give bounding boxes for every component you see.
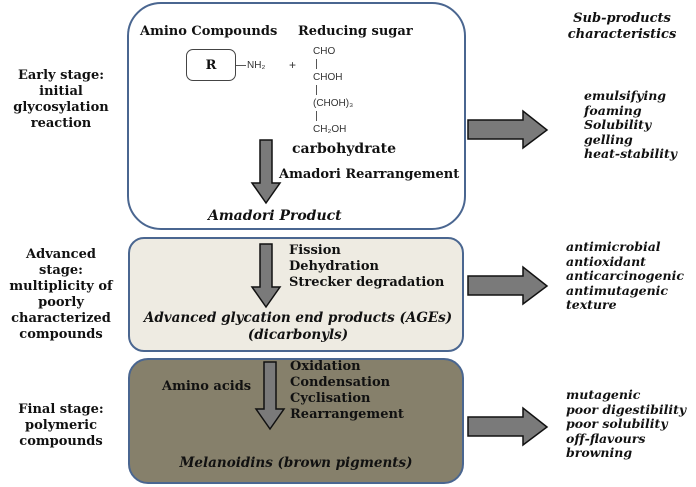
characteristic-item: antioxidant <box>566 253 646 269</box>
process-cyclisation: Cyclisation <box>290 391 371 406</box>
down-arrow-icon <box>250 139 282 205</box>
characteristic-item: antimicrobial <box>566 239 661 254</box>
characteristic-item: poor digestibility <box>566 401 687 417</box>
sugar-choh: CHOH <box>313 72 343 83</box>
amino-compounds-label: Amino Compounds <box>140 24 278 39</box>
r-group-label: R <box>205 57 217 73</box>
sugar-cho: CHO <box>313 46 336 57</box>
characteristic-item: browning <box>566 445 633 460</box>
amino-acids-label: Amino acids <box>162 379 252 394</box>
right-arrow-icon <box>467 265 549 306</box>
plus-sign: + <box>289 58 297 72</box>
carbohydrate-label: carbohydrate <box>292 141 397 157</box>
characteristics-final: mutagenic poor digestibility poor solubi… <box>566 387 687 461</box>
characteristic-item: emulsifying <box>584 88 667 103</box>
final-stage-box <box>128 358 464 484</box>
amadori-rearrangement-label: Amadori Rearrangement <box>279 167 460 182</box>
process-fission: Fission <box>289 243 341 258</box>
characteristic-item: anticarcinogenic <box>566 268 684 283</box>
sugar-choh3: (CHOH)₃ <box>313 98 354 109</box>
right-arrow-icon <box>467 406 549 447</box>
stage-label-advanced: Advanced stage: multiplicity of poorly c… <box>9 247 113 342</box>
melanoidins-product: Melanoidins (brown pigments) <box>179 455 413 471</box>
ages-product-line1: Advanced glycation end products (AGEs) <box>143 310 453 326</box>
process-dehydration: Dehydration <box>289 259 379 274</box>
stage-label-final: Final stage: polymeric compounds <box>18 402 104 449</box>
subproducts-title-line1: Sub-products <box>573 11 671 26</box>
characteristic-item: foaming <box>584 102 642 118</box>
characteristic-item: Solubility <box>584 117 652 132</box>
process-rearrangement: Rearrangement <box>290 407 404 422</box>
sugar-bond <box>316 59 317 69</box>
process-condensation: Condensation <box>290 375 391 390</box>
advanced-processes: Fission Dehydration Strecker degradation <box>289 243 444 291</box>
characteristic-item: antimutagenic <box>566 282 669 298</box>
subproducts-title-line2: characteristics <box>567 27 677 42</box>
characteristics-advanced: antimicrobial antioxidant anticarcinogen… <box>566 239 684 313</box>
process-oxidation: Oxidation <box>290 359 361 374</box>
ages-product: Advanced glycation end products (AGEs) (… <box>130 310 466 344</box>
right-arrow-icon <box>467 109 549 150</box>
final-processes: Oxidation Condensation Cyclisation Rearr… <box>290 359 404 423</box>
reducing-sugar-label: Reducing sugar <box>298 24 413 39</box>
subproducts-header: Sub-products characteristics <box>562 11 682 43</box>
sugar-bond <box>316 111 317 121</box>
down-arrow-icon <box>254 361 286 431</box>
bond-line <box>236 65 246 66</box>
characteristic-item: off-flavours <box>566 430 646 446</box>
ages-product-line2: (dicarbonyls) <box>247 327 349 343</box>
process-strecker: Strecker degradation <box>289 275 445 290</box>
down-arrow-icon <box>250 243 282 309</box>
characteristics-early: emulsifying foaming Solubility gelling h… <box>584 88 678 162</box>
advanced-stage-box <box>128 237 464 352</box>
amadori-product-label: Amadori Product <box>208 208 342 224</box>
stage-label-early: Early stage: initial glycosylation react… <box>13 68 109 131</box>
sugar-bond <box>316 85 317 95</box>
characteristic-item: poor solubility <box>566 416 668 431</box>
r-group-box: R <box>186 49 236 81</box>
sugar-ch2oh: CH₂OH <box>313 124 347 135</box>
characteristic-item: mutagenic <box>566 387 641 402</box>
characteristic-item: gelling <box>584 131 633 147</box>
nh2-label: NH₂ <box>247 60 266 71</box>
early-stage-box <box>127 2 466 230</box>
characteristic-item: heat-stability <box>584 146 678 161</box>
characteristic-item: texture <box>566 297 617 312</box>
